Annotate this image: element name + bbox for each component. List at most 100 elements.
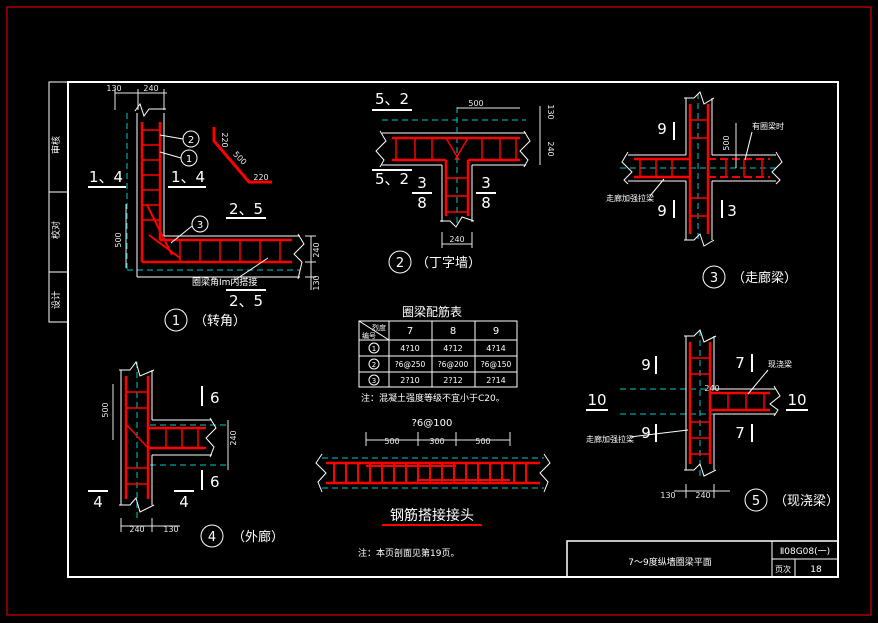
detail-3-section-9a: 9: [657, 120, 667, 138]
splice-dim-300: 300: [429, 437, 444, 446]
detail-4-dim-130: 130: [163, 525, 178, 534]
detail-4-number: 4: [208, 530, 216, 545]
rebar-table-cell: 4?12: [443, 344, 463, 353]
detail-2-number: 2: [396, 256, 404, 271]
detail-1-dim-130: 130: [106, 84, 121, 93]
detail-5-dim-240b: 240: [695, 491, 710, 500]
drawing-frame: [67, 81, 839, 578]
detail-1-bent-220a: 220: [220, 132, 229, 147]
splice-dim-500b: 500: [475, 437, 490, 446]
detail-1-section-bottom: 2、5: [229, 292, 263, 310]
rebar-table-row-2-id: 2: [372, 361, 376, 369]
atlas-code: Ⅱ08G08(一): [780, 547, 830, 557]
rebar-table-col-9: 9: [493, 326, 499, 337]
detail-5-dim-240a: 240: [704, 384, 719, 393]
page-note: 注：本页剖面见第19页。: [358, 547, 459, 559]
detail-4-section-6b: 6: [210, 473, 220, 491]
detail-3-corridor-beam: 500 有圈梁时 走廊加强拉梁 9 9 3 3 3 （走廊梁）: [606, 91, 797, 289]
page-label: 页次: [775, 564, 791, 574]
rebar-table-cell: 2?10: [400, 376, 420, 385]
rebar-table-cell: 2?14: [486, 376, 506, 385]
detail-2-section-3a: 3: [417, 174, 427, 192]
rebar-table-cell: ?6@150: [481, 360, 512, 369]
detail-4-section-6a: 6: [210, 389, 220, 407]
rebar-splice-detail: ?6@100 500 300 500 钢筋搭接接头: [315, 418, 551, 526]
rebar-table-cell: 4?10: [400, 344, 420, 353]
detail-4-dim-240b: 240: [129, 525, 144, 534]
detail-5-section-9a: 9: [641, 356, 651, 374]
detail-4-section-4a: 4: [93, 493, 103, 511]
drawing-name: 7～9度纵墙圈梁平面: [628, 556, 711, 568]
detail-3-title: （走廊梁）: [732, 270, 797, 286]
rebar-table-title: 圈梁配筋表: [402, 304, 462, 319]
detail-1-title: （转角）: [194, 314, 246, 329]
rebar-table-cell: 4?14: [486, 344, 506, 353]
detail-1-splice-note: 圈梁角Ⅰm内搭接: [192, 276, 257, 288]
detail-5-title: （现浇梁）: [774, 494, 839, 509]
detail-1-bent-220b: 220: [253, 173, 268, 182]
detail-4-dim-240a: 240: [229, 430, 238, 445]
detail-5-section-10a: 10: [587, 391, 606, 409]
detail-3-dim-500: 500: [722, 135, 731, 150]
detail-4-outer-corridor: 500 240 240 130 6 6 4 4 4 （外廊）: [88, 360, 284, 548]
detail-1-section-right: 1、4: [171, 168, 205, 186]
detail-4-title: （外廊）: [232, 529, 284, 545]
detail-3-section-9b: 9: [657, 202, 667, 220]
rebar-table-col-7: 7: [407, 326, 413, 337]
side-strip-reviewer: 审核: [50, 136, 62, 154]
detail-5-label-beam: 现浇梁: [768, 359, 792, 369]
side-strip-checker: 校对: [50, 221, 62, 239]
splice-stirrup-label: ?6@100: [412, 418, 453, 429]
detail-3-section-3a: 3: [727, 202, 737, 220]
rebar-table-cell: ?6@250: [395, 360, 426, 369]
detail-1-corner: 130 240: [88, 84, 321, 332]
detail-2-section-3b: 3: [481, 174, 491, 192]
detail-2-section-top: 5、2: [375, 90, 409, 108]
detail-1-callout-2: 2: [188, 135, 194, 146]
detail-5-section-9b: 9: [641, 424, 651, 442]
splice-dim-500a: 500: [384, 437, 399, 446]
detail-2-dim-500: 500: [468, 99, 483, 108]
page-number: 18: [810, 565, 822, 575]
outer-border: [6, 6, 872, 616]
detail-5-section-7a: 7: [735, 354, 745, 372]
rebar-table: 圈梁配筋表 烈度 编号 7 8 9 1 4?10 4?12 4?14 2 ?6@…: [358, 304, 518, 404]
detail-5-section-10b: 10: [787, 391, 806, 409]
detail-2-section-8a: 8: [417, 194, 427, 212]
detail-1-dim-240: 240: [143, 84, 158, 93]
detail-2-t-wall: 500 130 240 240 5、2 5、2 3 8 3 8 2 （丁字墙）: [372, 90, 555, 274]
splice-title: 钢筋搭接接头: [390, 507, 474, 524]
rebar-table-row-1-id: 1: [372, 345, 376, 353]
detail-3-number: 3: [710, 271, 718, 286]
detail-1-number: 1: [172, 314, 180, 329]
title-block: 7～9度纵墙圈梁平面 Ⅱ08G08(一) 页次 18: [566, 540, 839, 578]
detail-5-number: 5: [752, 494, 760, 509]
side-strip-designer: 设计: [50, 291, 62, 309]
detail-3-label-tie-beam: 走廊加强拉梁: [606, 193, 654, 203]
detail-1-dim-130b: 130: [312, 275, 321, 290]
rebar-table-corner-bottom: 编号: [362, 331, 376, 340]
side-strip: [48, 81, 69, 323]
rebar-table-note: 注：混凝土强度等级不宜小于C20。: [361, 392, 505, 404]
detail-1-section-left: 1、4: [89, 168, 123, 186]
detail-1-dim-500: 500: [114, 232, 123, 247]
detail-2-dim-130: 130: [546, 104, 555, 119]
detail-5-label-tie-beam: 走廊加强拉梁: [586, 434, 634, 444]
detail-1-section-top: 2、5: [229, 200, 263, 218]
detail-5-dim-130: 130: [660, 491, 675, 500]
rebar-table-col-8: 8: [450, 326, 456, 337]
detail-2-section-bottom: 5、2: [375, 170, 409, 188]
detail-4-section-4b: 4: [179, 493, 189, 511]
detail-2-title: （丁字墙）: [416, 256, 481, 271]
detail-1-callout-1: 1: [186, 154, 192, 165]
rebar-table-corner-top: 烈度: [372, 323, 386, 332]
detail-2-dim-240: 240: [546, 141, 555, 156]
detail-5-section-7b: 7: [735, 424, 745, 442]
rebar-table-cell: ?6@200: [438, 360, 469, 369]
rebar-table-row-3-id: 3: [372, 377, 376, 385]
detail-4-dim-500: 500: [101, 402, 110, 417]
rebar-table-cell: 2?12: [443, 376, 463, 385]
detail-1-dim-240b: 240: [312, 242, 321, 257]
detail-2-section-8b: 8: [481, 194, 491, 212]
